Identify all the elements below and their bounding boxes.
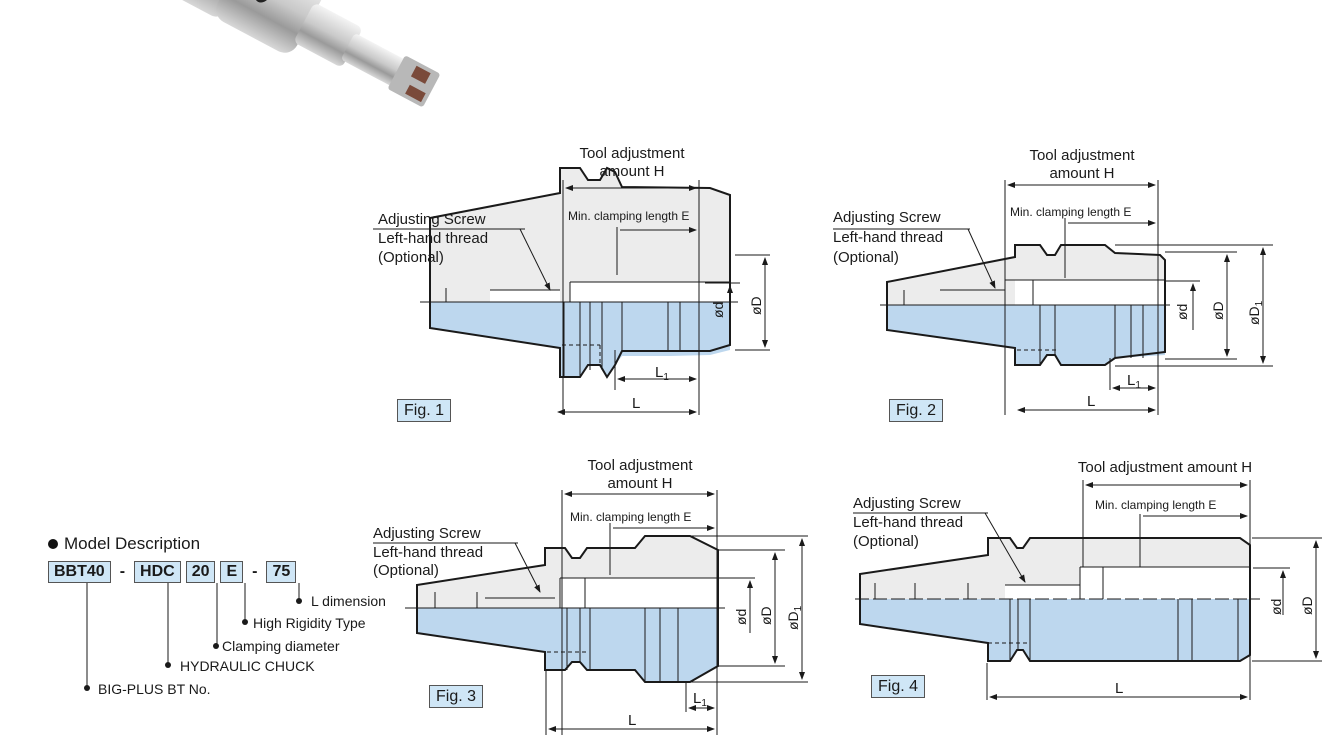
oD1-label: øD1 bbox=[1246, 300, 1265, 325]
annotation-hydraulic-chuck: HYDRAULIC CHUCK bbox=[180, 658, 315, 674]
l-label: L bbox=[632, 395, 640, 412]
code-diameter: 20 bbox=[185, 561, 216, 583]
l1-label: L1 bbox=[693, 690, 707, 709]
oD-label: øD bbox=[758, 606, 774, 625]
fig-3-label: Fig. 3 bbox=[429, 685, 484, 708]
separator: - bbox=[252, 563, 258, 580]
min-clamping-label: Min. clamping length E bbox=[1010, 205, 1131, 219]
annotation-clamping-diameter: Clamping diameter bbox=[222, 638, 340, 654]
optional-label: (Optional) bbox=[373, 562, 439, 579]
fig-2-label: Fig. 2 bbox=[889, 399, 944, 422]
adjusting-screw-label: Adjusting Screw bbox=[378, 211, 486, 228]
fig-4-label: Fig. 4 bbox=[871, 675, 926, 698]
code-bbt: BBT40 bbox=[48, 561, 111, 583]
oD-label: øD bbox=[1210, 301, 1226, 320]
tool-adjustment-label: Tool adjustment bbox=[1029, 147, 1135, 164]
optional-label: (Optional) bbox=[833, 249, 899, 266]
fig-1-label: Fig. 1 bbox=[397, 399, 452, 422]
oD1-label: øD1 bbox=[785, 605, 804, 630]
annotation-high-rigidity: High Rigidity Type bbox=[253, 615, 366, 631]
tool-adjustment-label-2: amount H bbox=[599, 163, 664, 180]
oD-label: øD bbox=[748, 296, 764, 315]
figure-1: Tool adjustment amount H Min. clamping l… bbox=[373, 145, 770, 415]
tool-adjustment-label-2: amount H bbox=[607, 475, 672, 492]
optional-label: (Optional) bbox=[378, 249, 444, 266]
l1-label: L1 bbox=[655, 364, 669, 383]
od-label: ød bbox=[1268, 599, 1284, 615]
tool-adjustment-label: Tool adjustment amount H bbox=[1078, 459, 1252, 476]
left-hand-thread-label: Left-hand thread bbox=[378, 230, 488, 247]
l-label: L bbox=[1087, 393, 1095, 410]
figure-2: Tool adjustment amount H Min. clamping l… bbox=[833, 147, 1273, 415]
l-label: L bbox=[628, 712, 636, 729]
model-code-row: BBT40 - HDC 20 E - 75 bbox=[48, 561, 297, 583]
od-label: ød bbox=[710, 302, 726, 318]
l1-label: L1 bbox=[1127, 372, 1141, 391]
product-photo bbox=[152, 0, 440, 107]
od-label: ød bbox=[1174, 304, 1190, 320]
min-clamping-label: Min. clamping length E bbox=[570, 510, 691, 524]
oD-label: øD bbox=[1299, 596, 1315, 615]
tool-adjustment-label: Tool adjustment bbox=[587, 457, 693, 474]
annotation-l-dimension: L dimension bbox=[311, 593, 386, 609]
left-hand-thread-label: Left-hand thread bbox=[833, 229, 943, 246]
adjusting-screw-label: Adjusting Screw bbox=[373, 525, 481, 542]
code-type: E bbox=[220, 561, 244, 583]
separator: - bbox=[119, 563, 126, 580]
figure-4: Tool adjustment amount H Min. clamping l… bbox=[853, 459, 1322, 700]
min-clamping-label: Min. clamping length E bbox=[568, 209, 689, 223]
optional-label: (Optional) bbox=[853, 533, 919, 550]
model-description-title: Model Description bbox=[48, 534, 200, 554]
figure-3: Tool adjustment amount H Min. clamping l… bbox=[373, 457, 808, 735]
tool-adjustment-label: Tool adjustment bbox=[579, 145, 685, 162]
code-hdc: HDC bbox=[134, 561, 181, 583]
od-label: ød bbox=[733, 609, 749, 625]
adjusting-screw-label: Adjusting Screw bbox=[833, 209, 941, 226]
tool-adjustment-label-2: amount H bbox=[1049, 165, 1114, 182]
code-length: 75 bbox=[266, 561, 297, 583]
adjusting-screw-label: Adjusting Screw bbox=[853, 495, 961, 512]
annotation-bigplus-bt: BIG-PLUS BT No. bbox=[98, 681, 211, 697]
left-hand-thread-label: Left-hand thread bbox=[853, 514, 963, 531]
min-clamping-label: Min. clamping length E bbox=[1095, 498, 1216, 512]
bullet-icon bbox=[48, 539, 58, 549]
l-label: L bbox=[1115, 680, 1123, 697]
left-hand-thread-label: Left-hand thread bbox=[373, 544, 483, 561]
